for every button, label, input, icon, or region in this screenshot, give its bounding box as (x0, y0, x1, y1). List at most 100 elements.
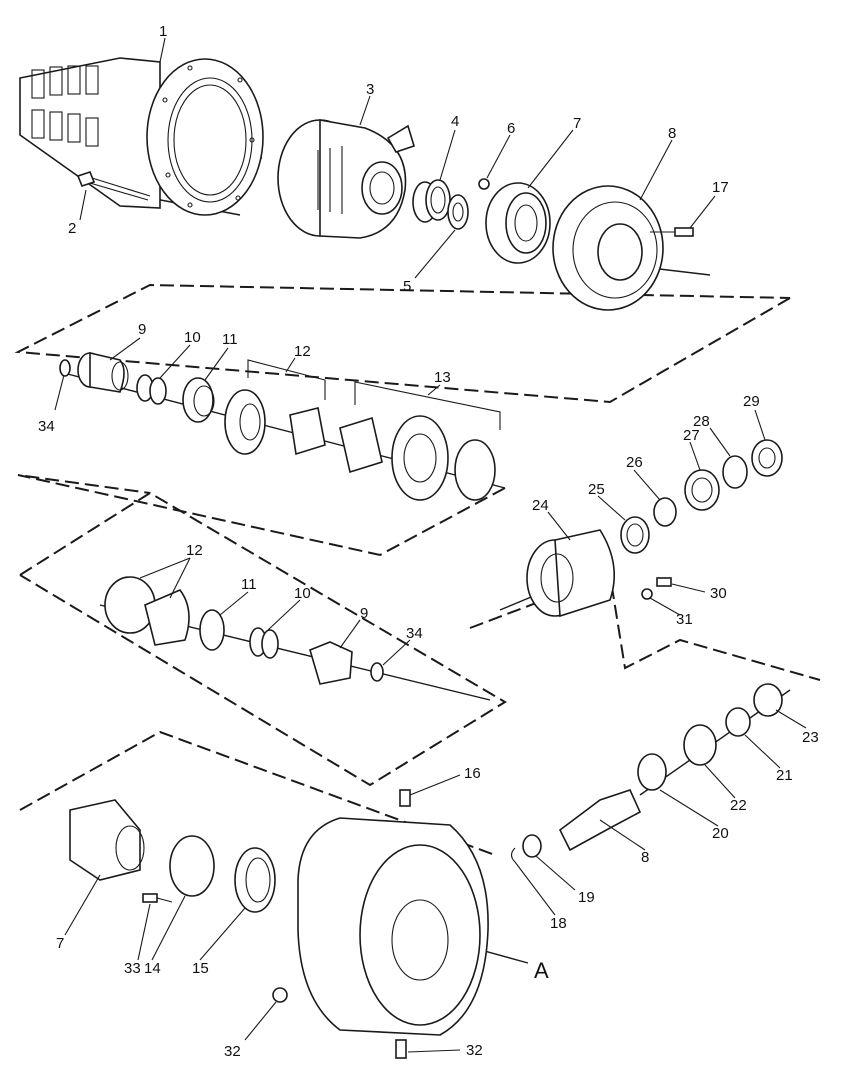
bracket-13 (354, 381, 501, 430)
leader-3 (359, 95, 371, 126)
callout-17: 17 (712, 179, 729, 196)
part-3-differential-carrier (277, 119, 415, 239)
callout-34b: 34 (406, 625, 423, 642)
leader-14 (151, 895, 186, 961)
callout-26: 26 (626, 454, 643, 471)
leader-15 (199, 907, 246, 961)
part-2-bolt (76, 171, 151, 201)
part-33-bolt (142, 893, 173, 903)
leader-23 (775, 709, 807, 729)
group-outline-middle-left (17, 474, 506, 557)
part-12-clutch (224, 389, 326, 456)
part-34-snap-ring-lower (370, 662, 384, 682)
part-34-snap-ring (59, 359, 71, 377)
leader-8 (639, 139, 673, 201)
leader-10b (267, 599, 301, 631)
part-4-bearing-cup (412, 179, 451, 223)
group-outline-lower-left (19, 491, 507, 787)
callout-10: 10 (184, 329, 201, 346)
part-13-differential-assembly (339, 415, 496, 501)
leader-30 (671, 583, 706, 593)
leader-17 (689, 195, 716, 229)
leader-31 (649, 597, 681, 616)
part-12-clutch-lower (104, 576, 190, 646)
callout-9: 9 (138, 321, 146, 338)
leader-8b (599, 819, 646, 851)
part-11-gear-lower (199, 609, 225, 651)
leader-12 (285, 357, 296, 373)
callout-2: 2 (68, 220, 76, 237)
part-9-side-gear (77, 351, 129, 393)
bracket-12 (247, 359, 326, 400)
part-10-thrust-washers (136, 374, 167, 405)
leader-28 (709, 427, 731, 457)
callout-32b: 32 (466, 1042, 483, 1059)
leader-5 (414, 229, 456, 279)
part-9-side-gear-lower (309, 641, 353, 685)
callout-14: 14 (144, 960, 161, 977)
callout-24: 24 (532, 497, 549, 514)
callout-30: 30 (710, 585, 727, 602)
part-23-o-ring (753, 683, 783, 717)
part-8-ring-gear (552, 185, 664, 311)
callout-28: 28 (693, 413, 710, 430)
part-30-bolt (656, 577, 672, 587)
callout-13: 13 (434, 369, 451, 386)
part-26-cone (653, 497, 677, 527)
part-21-spacer (725, 707, 751, 737)
leader-32b (407, 1049, 461, 1053)
leader-16 (409, 774, 461, 796)
callout-15: 15 (192, 960, 209, 977)
callout-27: 27 (683, 427, 700, 444)
callout-19: 19 (578, 889, 595, 906)
leader-12b-a (139, 557, 191, 579)
leader-19 (535, 855, 576, 891)
part-1-axle-housing (19, 57, 264, 216)
leader-33 (137, 903, 151, 961)
part-24-carrier-housing (526, 529, 616, 618)
group-outline-bottom-left (19, 730, 496, 856)
leader-4 (439, 129, 456, 181)
leader-34b (382, 639, 411, 666)
part-15-cup (234, 847, 276, 913)
part-11-gear (182, 377, 215, 423)
callout-12b: 12 (186, 542, 203, 559)
callout-29: 29 (743, 393, 760, 410)
part-19-washer (522, 834, 542, 858)
leader-22 (704, 764, 736, 799)
leader-9 (109, 337, 141, 361)
callout-32a: 32 (224, 1043, 241, 1060)
part-28-washer (722, 455, 748, 489)
leader-7b (64, 874, 101, 936)
part-32-plug-left (272, 987, 288, 1003)
callout-8: 8 (668, 125, 676, 142)
leader-7 (527, 129, 574, 189)
part-32-plug-bottom (395, 1039, 407, 1059)
part-14-cone (169, 835, 215, 897)
part-16-fitting (399, 789, 411, 807)
part-22-cup (683, 724, 717, 766)
callout-8b: 8 (641, 849, 649, 866)
leader-11 (204, 347, 229, 381)
group-outline-right (469, 573, 821, 681)
leader-13 (427, 384, 441, 396)
callout-12: 12 (294, 343, 311, 360)
part-housing-a (297, 817, 489, 1036)
callout-18: 18 (550, 915, 567, 932)
callout-11: 11 (222, 331, 238, 348)
callout-5: 5 (403, 278, 411, 295)
part-17-bolt (650, 227, 694, 237)
callout-3: 3 (366, 81, 374, 98)
part-7-case-half (485, 182, 551, 264)
leader-20 (659, 789, 719, 827)
leader-1 (159, 37, 166, 63)
callout-7: 7 (573, 115, 581, 132)
callout-6: 6 (507, 120, 515, 137)
callout-34: 34 (38, 418, 55, 435)
leader-6 (486, 134, 511, 179)
part-29-seal (751, 439, 783, 477)
leader-11b (219, 591, 249, 616)
callout-20: 20 (712, 825, 729, 842)
part-31-washer (641, 588, 653, 600)
callout-21: 21 (776, 767, 793, 784)
